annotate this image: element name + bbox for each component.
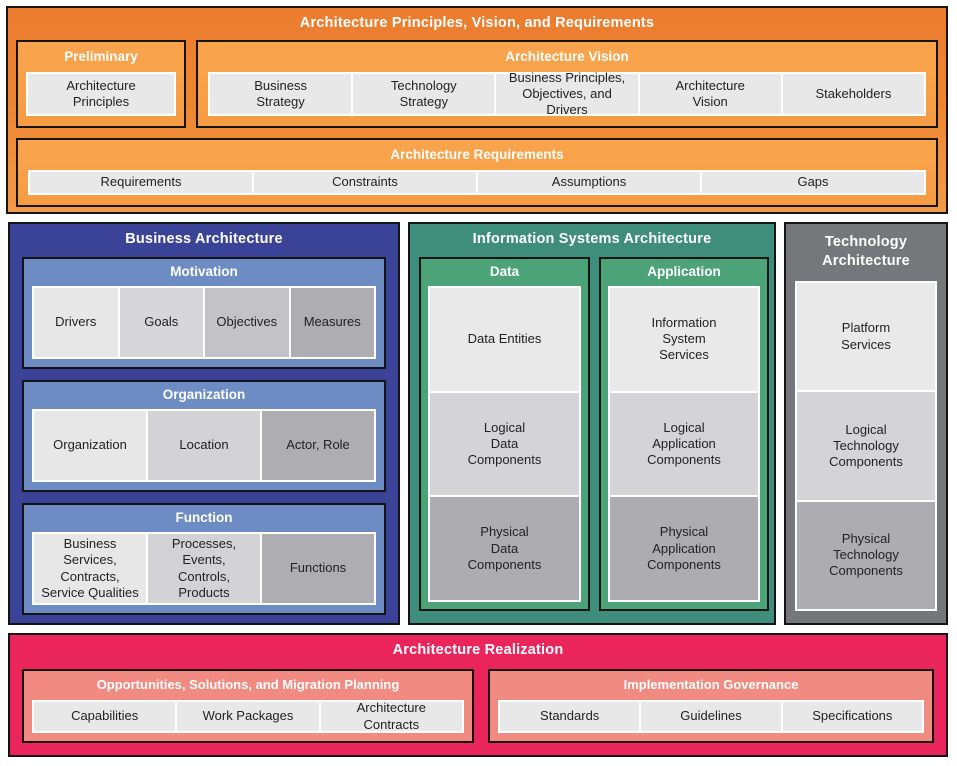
architecture-vision-box: Architecture Vision Business Strategy Te… — [196, 40, 938, 128]
motivation-box: Motivation Drivers Goals Objectives Meas… — [22, 257, 386, 369]
cell-organization: Organization — [34, 411, 146, 480]
cell-guidelines: Guidelines — [641, 702, 781, 731]
business-architecture-title: Business Architecture — [125, 231, 283, 247]
application-cells: Information System Services Logical Appl… — [608, 286, 760, 602]
motivation-title: Motivation — [170, 264, 238, 279]
organization-cells: Organization Location Actor, Role — [32, 409, 376, 482]
cell-architecture-contracts: Architecture Contracts — [320, 700, 462, 732]
cell-architecture-vision: Architecture Vision — [639, 74, 781, 114]
implementation-governance-title: Implementation Governance — [623, 677, 799, 692]
architecture-requirements-cells: Requirements Constraints Assumptions Gap… — [28, 170, 926, 195]
cell-architecture-principles: Architecture Principles — [28, 74, 174, 114]
cell-physical-application-components: Physical Application Components — [610, 497, 758, 601]
implementation-governance-box: Implementation Governance Standards Guid… — [488, 669, 934, 743]
organization-box: Organization Organization Location Actor… — [22, 380, 386, 492]
data-cells: Data Entities Logical Data Components Ph… — [428, 286, 581, 602]
cell-data-entities: Data Entities — [430, 288, 579, 391]
cell-platform-services: Platform Services — [797, 283, 935, 391]
cell-physical-technology-components: Physical Technology Components — [797, 501, 935, 609]
architecture-vision-cells: Business Strategy Technology Strategy Bu… — [208, 70, 926, 117]
preliminary-box: Preliminary Architecture Principles — [16, 40, 186, 128]
cell-requirements: Requirements — [30, 172, 252, 193]
function-title: Function — [175, 510, 233, 525]
opportunities-cells: Capabilities Work Packages Architecture … — [32, 700, 464, 733]
architecture-realization-title: Architecture Realization — [392, 642, 564, 658]
cell-goals: Goals — [119, 288, 203, 357]
section-architecture-realization: Architecture Realization Opportunities, … — [8, 633, 948, 757]
section-title: Architecture Principles, Vision, and Req… — [299, 15, 655, 31]
cell-gaps: Gaps — [702, 172, 924, 193]
architecture-requirements-title: Architecture Requirements — [390, 147, 564, 162]
cell-logical-data-components: Logical Data Components — [430, 392, 579, 496]
cell-logical-application-components: Logical Application Components — [610, 392, 758, 496]
function-box: Function Business Services, Contracts, S… — [22, 503, 386, 615]
cell-constraints: Constraints — [254, 172, 476, 193]
cell-technology-strategy: Technology Strategy — [353, 74, 495, 114]
architecture-vision-title: Architecture Vision — [505, 49, 629, 64]
preliminary-cells: Architecture Principles — [26, 72, 176, 116]
section-information-systems-architecture: Information Systems Architecture Data Da… — [408, 222, 776, 625]
cell-capabilities: Capabilities — [34, 702, 176, 731]
data-column: Data Data Entities Logical Data Componen… — [419, 257, 590, 611]
application-column: Application Information System Services … — [599, 257, 769, 611]
cell-physical-data-components: Physical Data Components — [430, 497, 579, 601]
opportunities-solutions-title: Opportunities, Solutions, and Migration … — [96, 677, 400, 692]
cell-objectives: Objectives — [205, 288, 289, 357]
cell-functions: Functions — [262, 534, 374, 603]
section-business-architecture: Business Architecture Motivation Drivers… — [8, 222, 400, 625]
cell-processes-events-controls-products: Processes, Events, Controls, Products — [148, 534, 260, 603]
data-title: Data — [489, 264, 520, 279]
cell-actor-role: Actor, Role — [262, 411, 374, 480]
governance-cells: Standards Guidelines Specifications — [498, 700, 924, 733]
section-technology-architecture: Technology Architecture Platform Service… — [784, 222, 948, 625]
cell-measures: Measures — [290, 288, 374, 357]
cell-location: Location — [148, 411, 260, 480]
cell-drivers: Drivers — [34, 288, 118, 357]
application-title: Application — [647, 264, 721, 279]
cell-assumptions: Assumptions — [478, 172, 700, 193]
technology-architecture-title: Technology Architecture — [822, 234, 910, 269]
opportunities-solutions-box: Opportunities, Solutions, and Migration … — [22, 669, 474, 743]
cell-business-services-contracts: Business Services, Contracts, Service Qu… — [34, 534, 146, 603]
cell-stakeholders: Stakeholders — [782, 74, 925, 114]
organization-title: Organization — [162, 387, 246, 402]
cell-work-packages: Work Packages — [177, 702, 319, 731]
function-cells: Business Services, Contracts, Service Qu… — [32, 532, 376, 605]
technology-cells: Platform Services Logical Technology Com… — [795, 281, 937, 611]
section-principles-vision-requirements: Architecture Principles, Vision, and Req… — [6, 6, 948, 214]
cell-specifications: Specifications — [782, 702, 922, 731]
cell-standards: Standards — [500, 702, 640, 731]
architecture-requirements-box: Architecture Requirements Requirements C… — [16, 138, 938, 207]
cell-business-strategy: Business Strategy — [210, 74, 352, 114]
preliminary-title: Preliminary — [64, 49, 138, 64]
cell-business-principles-objectives-drivers: Business Principles, Objectives, and Dri… — [496, 70, 638, 117]
cell-information-system-services: Information System Services — [610, 288, 758, 391]
information-systems-title: Information Systems Architecture — [472, 231, 712, 247]
motivation-cells: Drivers Goals Objectives Measures — [32, 286, 376, 359]
cell-logical-technology-components: Logical Technology Components — [797, 392, 935, 500]
